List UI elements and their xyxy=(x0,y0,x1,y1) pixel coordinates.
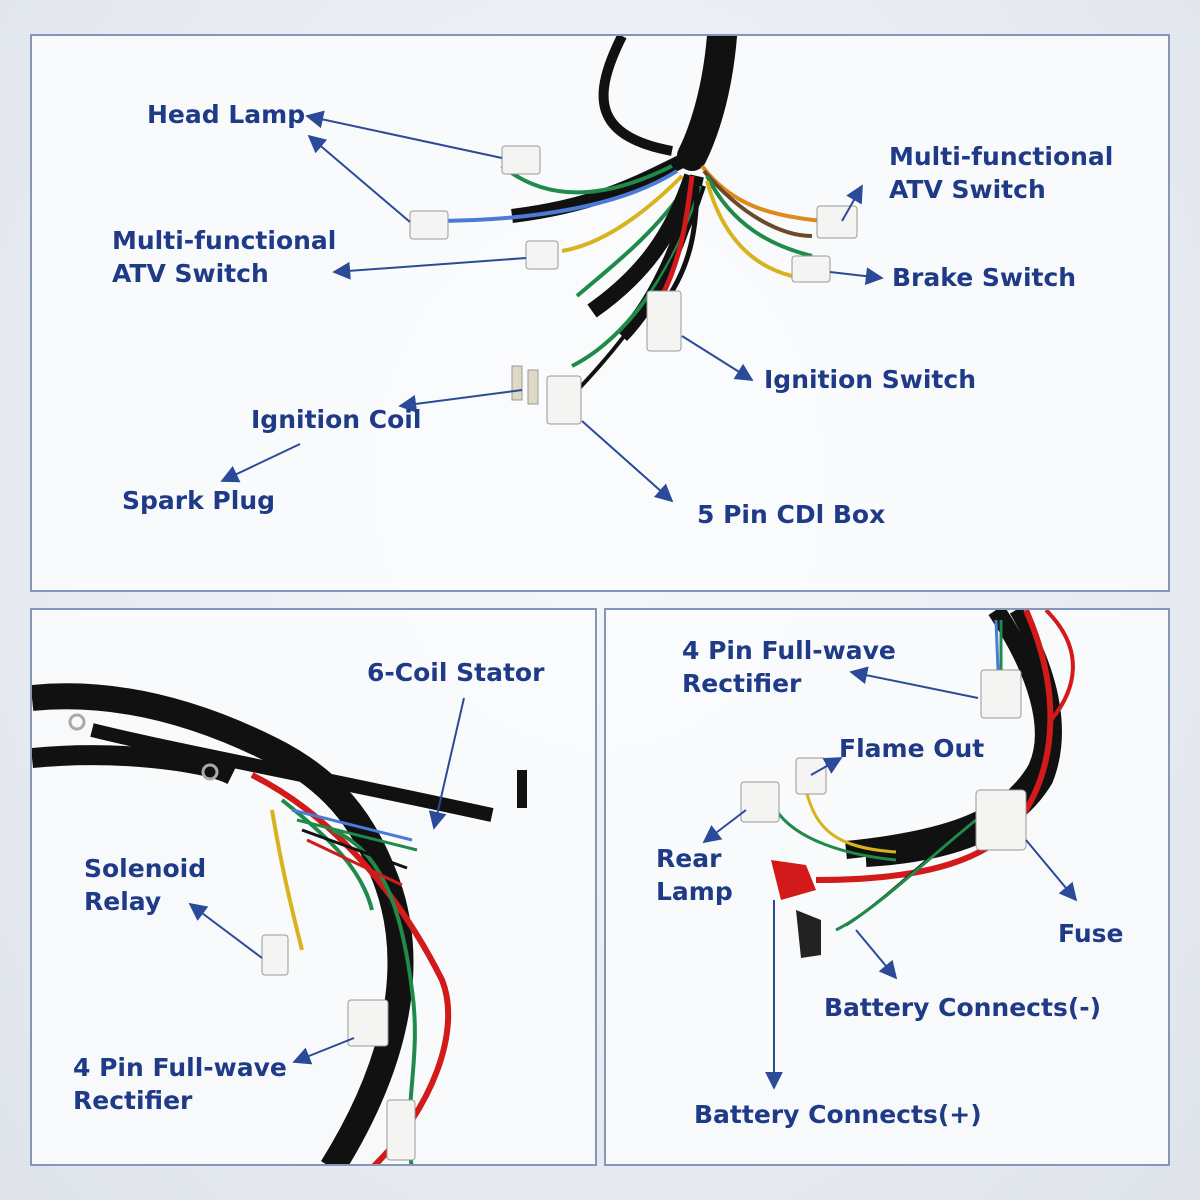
label-fuse: Fuse xyxy=(1058,919,1124,948)
stator-harness-panel: 6-Coil Stator Solenoid Relay 4 Pin Full-… xyxy=(30,608,597,1166)
label-rear-lamp: Rear Lamp xyxy=(656,844,733,906)
battery-harness-illustration xyxy=(702,610,1078,1090)
label-brake-switch: Brake Switch xyxy=(892,263,1077,292)
label-atv-switch-left: Multi-functional ATV Switch xyxy=(112,226,337,288)
label-rectifier-right: 4 Pin Full-wave Rectifier xyxy=(682,636,896,698)
label-solenoid-relay: Solenoid Relay xyxy=(84,854,207,916)
main-harness-illustration xyxy=(220,36,884,503)
label-flame-out: Flame Out xyxy=(839,734,985,763)
label-battery-negative: Battery Connects(-) xyxy=(824,993,1102,1022)
label-spark-plug: Spark Plug xyxy=(122,486,276,515)
main-harness-panel: Head Lamp Multi-functional ATV Switch Mu… xyxy=(30,34,1170,592)
label-ignition-coil: Ignition Coil xyxy=(251,405,422,434)
label-stator: 6-Coil Stator xyxy=(367,658,545,687)
battery-harness-panel: 4 Pin Full-wave Rectifier Flame Out Rear… xyxy=(604,608,1170,1166)
stator-harness-illustration xyxy=(32,683,527,1164)
label-atv-switch-right: Multi-functional ATV Switch xyxy=(889,142,1114,204)
label-ignition-switch: Ignition Switch xyxy=(764,365,976,394)
label-rectifier-left: 4 Pin Full-wave Rectifier xyxy=(73,1053,287,1115)
label-head-lamp: Head Lamp xyxy=(147,100,306,129)
label-cdi-box: 5 Pin CDl Box xyxy=(697,500,886,529)
label-battery-positive: Battery Connects(+) xyxy=(694,1100,982,1129)
